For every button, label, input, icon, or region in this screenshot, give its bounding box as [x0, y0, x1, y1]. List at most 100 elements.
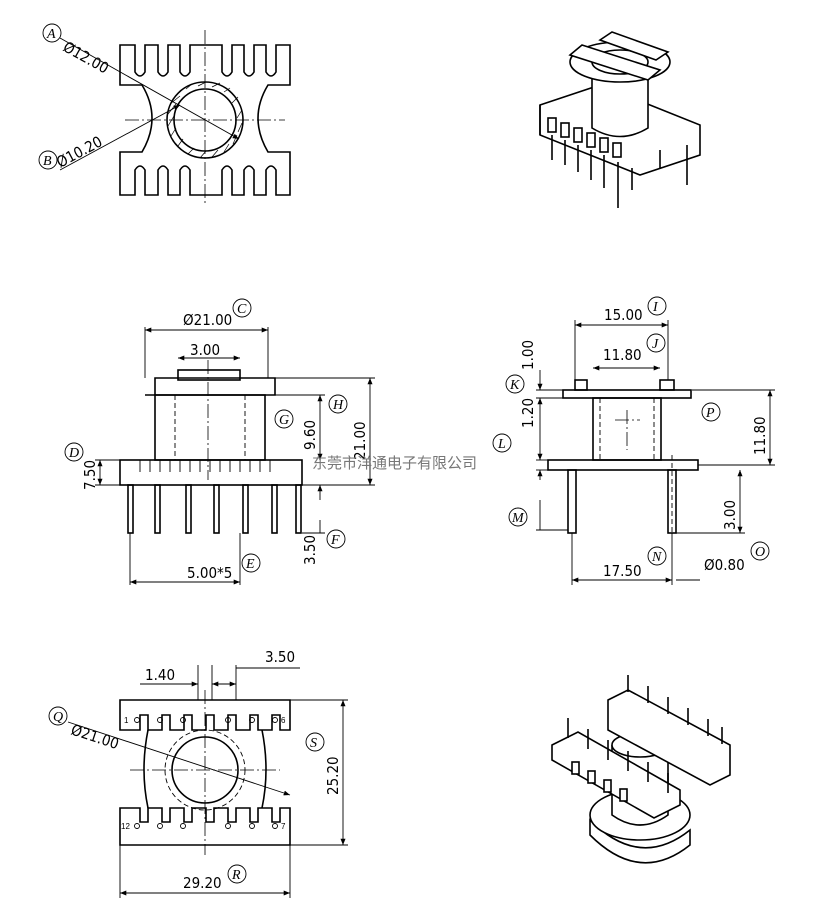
- label-i-circle: [647, 296, 667, 316]
- label-s-circle: [305, 732, 325, 752]
- bottom-top-rail: [119, 699, 291, 731]
- dim-q-text: Ø21.00: [69, 721, 121, 753]
- label-q: Q: [53, 710, 63, 725]
- pin-7-label: 7: [281, 822, 286, 831]
- label-o: O: [755, 545, 765, 560]
- label-e-circle: [241, 553, 261, 573]
- front-view: Ø21.00 C 3.00 7.50 D 5.00*5 E 21.00 H 9.…: [64, 298, 375, 585]
- iso-top-bar-left: [568, 44, 662, 81]
- iso-top-bar-right: [598, 31, 670, 61]
- label-m-circle: [508, 507, 528, 527]
- dim-bottom-left-text: 1.40: [145, 666, 175, 684]
- side-view: 15.00 I 11.80 J 1.00 K 1.20 L M 11.80 P: [492, 296, 775, 585]
- front-pins: [127, 484, 302, 534]
- label-k: K: [509, 378, 520, 393]
- iso2-slots: [571, 761, 628, 802]
- label-h: H: [332, 398, 344, 413]
- dim-k-text: 1.00: [519, 340, 537, 370]
- dim-p-text: 11.80: [751, 416, 769, 455]
- dim-a-leader: [59, 37, 240, 140]
- label-n-circle: [647, 546, 667, 566]
- bottom-flange-left: [143, 729, 149, 809]
- label-f: F: [330, 533, 340, 548]
- label-c: C: [237, 302, 247, 317]
- label-r-circle: [227, 864, 247, 884]
- side-top-post-right: [659, 379, 675, 391]
- top-view: A Ø12.00 B Ø10.20: [38, 23, 291, 205]
- dim-n-text: 17.50: [603, 562, 642, 580]
- label-j-circle: [646, 333, 666, 353]
- iso-slots: [547, 117, 622, 158]
- dim-q-leader: [67, 721, 291, 796]
- iso-view-top: [539, 31, 701, 208]
- label-r: R: [231, 868, 241, 883]
- label-g-circle: [274, 409, 294, 429]
- dim-b-text: Ø10.20: [53, 133, 105, 172]
- iso2-flange-edge: [589, 818, 691, 864]
- label-n: N: [651, 550, 662, 565]
- dim-bottom-right-text: 3.50: [265, 648, 295, 666]
- label-i: I: [652, 300, 659, 315]
- label-h-circle: [328, 394, 348, 414]
- dim-c-text: Ø21.00: [183, 311, 232, 329]
- dim-s-text: 25.20: [324, 756, 342, 795]
- pin-1-label: 1: [124, 716, 129, 725]
- label-b: B: [43, 154, 52, 169]
- dim-i-text: 15.00: [604, 306, 643, 324]
- dim-j-text: 11.80: [603, 346, 642, 364]
- iso-bobbin-core: [591, 68, 649, 138]
- iso-pins-front: [551, 135, 688, 208]
- bottom-bottom-rail: [119, 807, 291, 846]
- side-top-post-left: [574, 379, 588, 391]
- front-base: [119, 459, 303, 486]
- label-j: J: [652, 337, 659, 352]
- iso2-front-rail: [551, 731, 681, 819]
- dim-b-leader: [59, 104, 181, 171]
- label-l: L: [497, 437, 506, 452]
- bottom-view: 1 6 12 7 1.40 3.50 Q Ø21.00 25.20 S: [48, 648, 348, 898]
- side-top-flange: [562, 389, 692, 399]
- front-base-slots: [139, 460, 271, 472]
- label-l-circle: [492, 433, 512, 453]
- label-p-circle: [701, 402, 721, 422]
- label-b-circle: [38, 150, 58, 170]
- dim-d-text: 7.50: [81, 460, 99, 490]
- front-top-lip: [177, 369, 241, 381]
- front-core: [154, 394, 266, 461]
- label-s: S: [310, 736, 317, 751]
- dim-e-text: 5.00*5: [187, 564, 232, 582]
- dim-front-inner-text: 3.00: [190, 341, 220, 359]
- company-watermark: 东莞市洋通电子有限公司: [312, 454, 477, 472]
- label-a: A: [46, 27, 56, 42]
- label-k-circle: [505, 374, 525, 394]
- label-g: G: [279, 413, 289, 428]
- side-pin-left: [567, 469, 577, 534]
- pin-12-label: 12: [121, 822, 130, 831]
- label-d-circle: [64, 442, 84, 462]
- iso2-pins-front: [567, 718, 669, 793]
- bottom-flange-right: [261, 729, 267, 809]
- dim-o-text: Ø0.80: [704, 556, 745, 574]
- label-c-circle: [232, 298, 252, 318]
- label-e: E: [245, 557, 255, 572]
- bottom-pin-holes: [134, 717, 278, 829]
- label-o-circle: [750, 541, 770, 561]
- label-m: M: [511, 511, 525, 526]
- dim-r-text: 29.20: [183, 874, 222, 892]
- side-base: [547, 459, 699, 471]
- label-f-circle: [326, 529, 346, 549]
- label-q-circle: [48, 706, 68, 726]
- label-p: P: [705, 406, 715, 421]
- label-a-circle: [42, 23, 62, 43]
- dim-m-text: 3.00: [721, 500, 739, 530]
- top-view-outline: [119, 44, 291, 196]
- dim-l-text: 1.20: [519, 398, 537, 428]
- pin-6-label: 6: [281, 716, 286, 725]
- iso2-pins-back: [627, 675, 723, 744]
- label-d: D: [68, 446, 79, 461]
- dim-g-text: 9.60: [301, 420, 319, 450]
- dim-h-text: 21.00: [351, 421, 369, 460]
- dim-a-text: Ø12.00: [60, 38, 112, 78]
- dim-f-text: 3.50: [301, 535, 319, 565]
